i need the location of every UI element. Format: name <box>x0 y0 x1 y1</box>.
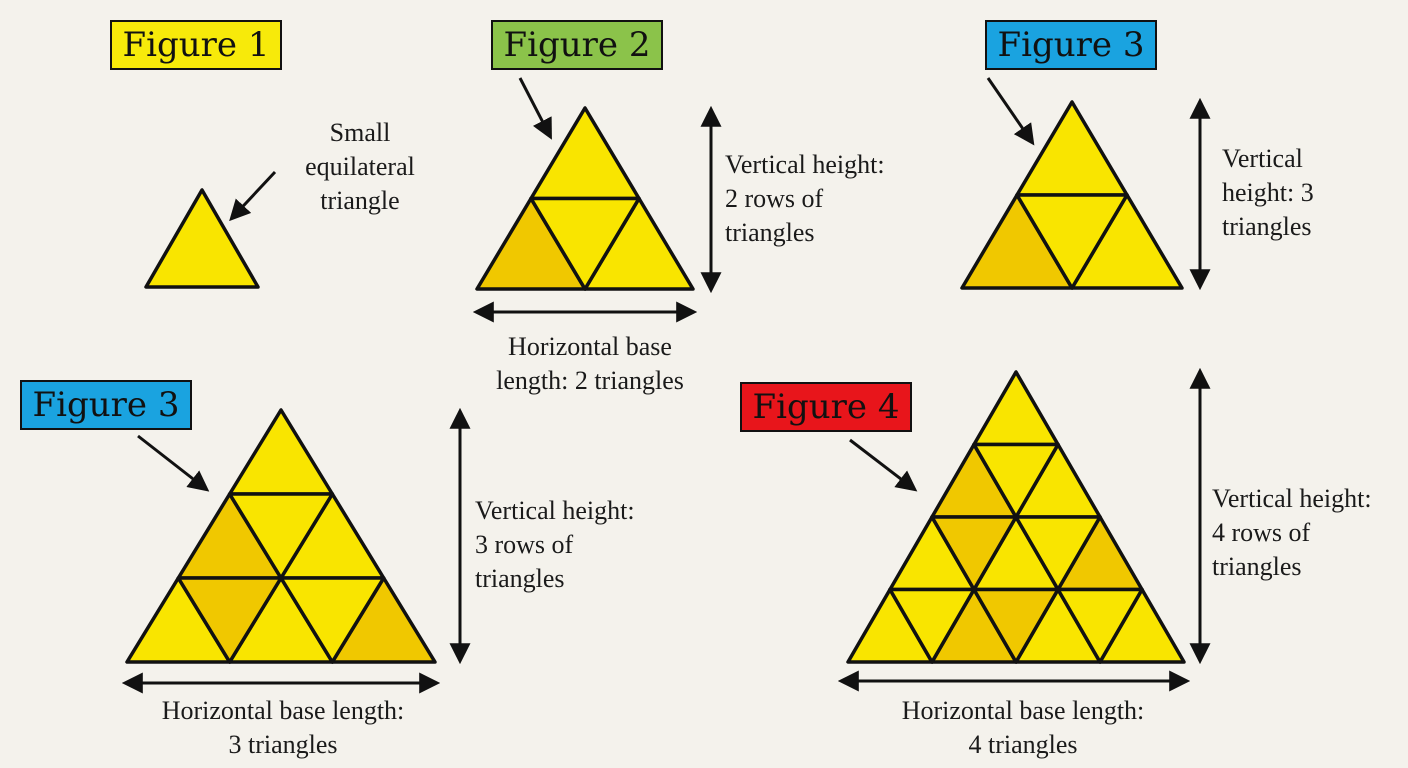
fig3_bottom-down-triangle <box>176 576 283 664</box>
fig2-down-triangle <box>529 196 641 291</box>
fig2-up-triangle <box>529 106 641 201</box>
fig3_bottom-down-triangle <box>227 492 335 580</box>
figure-3-bottom-label: Figure 3 <box>20 380 192 430</box>
fig3_top-down-triangle <box>1015 193 1129 290</box>
fig1-up-triangle <box>144 188 260 289</box>
figure-3-base-note: Horizontal base length: 3 triangles <box>161 696 405 759</box>
fig3_top-up-triangle <box>1015 100 1129 197</box>
fig3_bottom-up-triangle <box>227 408 335 496</box>
figure-3-top-pointer-arrow <box>986 77 1035 146</box>
figure-2-height-note: Vertical height: 2 rows of triangles <box>725 150 885 247</box>
fig3_bottom-down-triangle <box>279 576 386 664</box>
fig4-down-triangle <box>930 515 1018 592</box>
figure-1-label: Figure 1 <box>110 20 282 70</box>
fig4-down-triangle <box>972 587 1060 664</box>
small-triangle-note: Small equilateral triangle <box>305 118 415 215</box>
figure-4-pointer-arrow <box>849 438 918 492</box>
figure-4-label: Figure 4 <box>740 382 912 432</box>
figure-3-height-note: Vertical height: 3 rows of triangles <box>475 496 635 593</box>
figure-2-base-note: Horizontal base length: 2 triangles <box>496 332 684 395</box>
fig4-down-triangle <box>972 442 1060 519</box>
figure-4-base-note: Horizontal base length: 4 triangles <box>901 696 1145 759</box>
figure-4-height-note: Vertical height: 4 rows of triangles <box>1212 484 1372 581</box>
figure-3-top-height-note: Vertical height: 3 triangles <box>1222 144 1314 241</box>
figure-3-top-label: Figure 3 <box>985 20 1157 70</box>
figure-2-label: Figure 2 <box>491 20 663 70</box>
fig4-up-triangle <box>972 370 1060 447</box>
fig4-down-triangle <box>888 587 976 664</box>
figure-2-pointer-arrow <box>518 77 552 140</box>
fig4-down-triangle <box>1056 587 1144 664</box>
figure-3-bottom-pointer-arrow <box>137 434 210 492</box>
small-triangle-pointer-arrow <box>229 170 277 222</box>
fig4-down-triangle <box>1014 515 1102 592</box>
